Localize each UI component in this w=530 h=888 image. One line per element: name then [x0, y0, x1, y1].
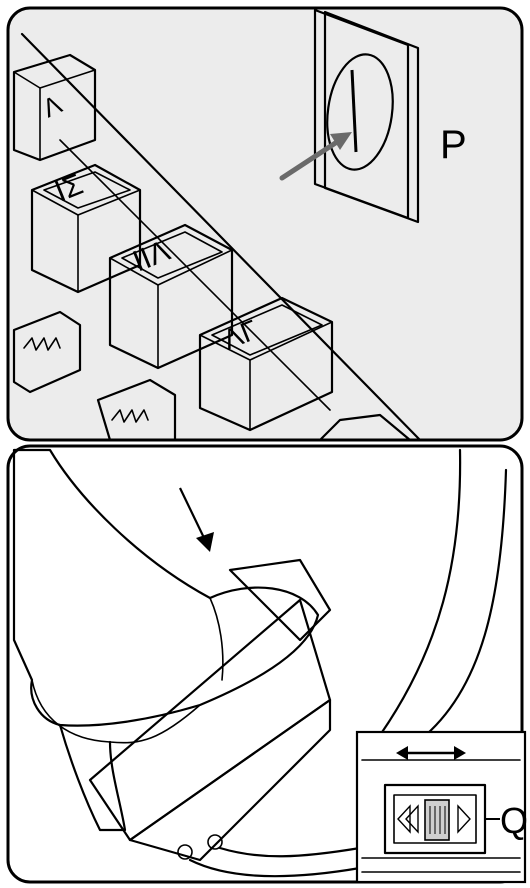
top-panel: Λ ΙΣ ΙΙΛ ΛΓ: [8, 8, 522, 440]
label-q: Q: [500, 800, 528, 841]
slider-knob: [425, 800, 449, 840]
label-p: P: [440, 123, 467, 167]
inset-switch-panel: Q: [357, 732, 528, 882]
bottom-panel: Q: [8, 446, 528, 882]
